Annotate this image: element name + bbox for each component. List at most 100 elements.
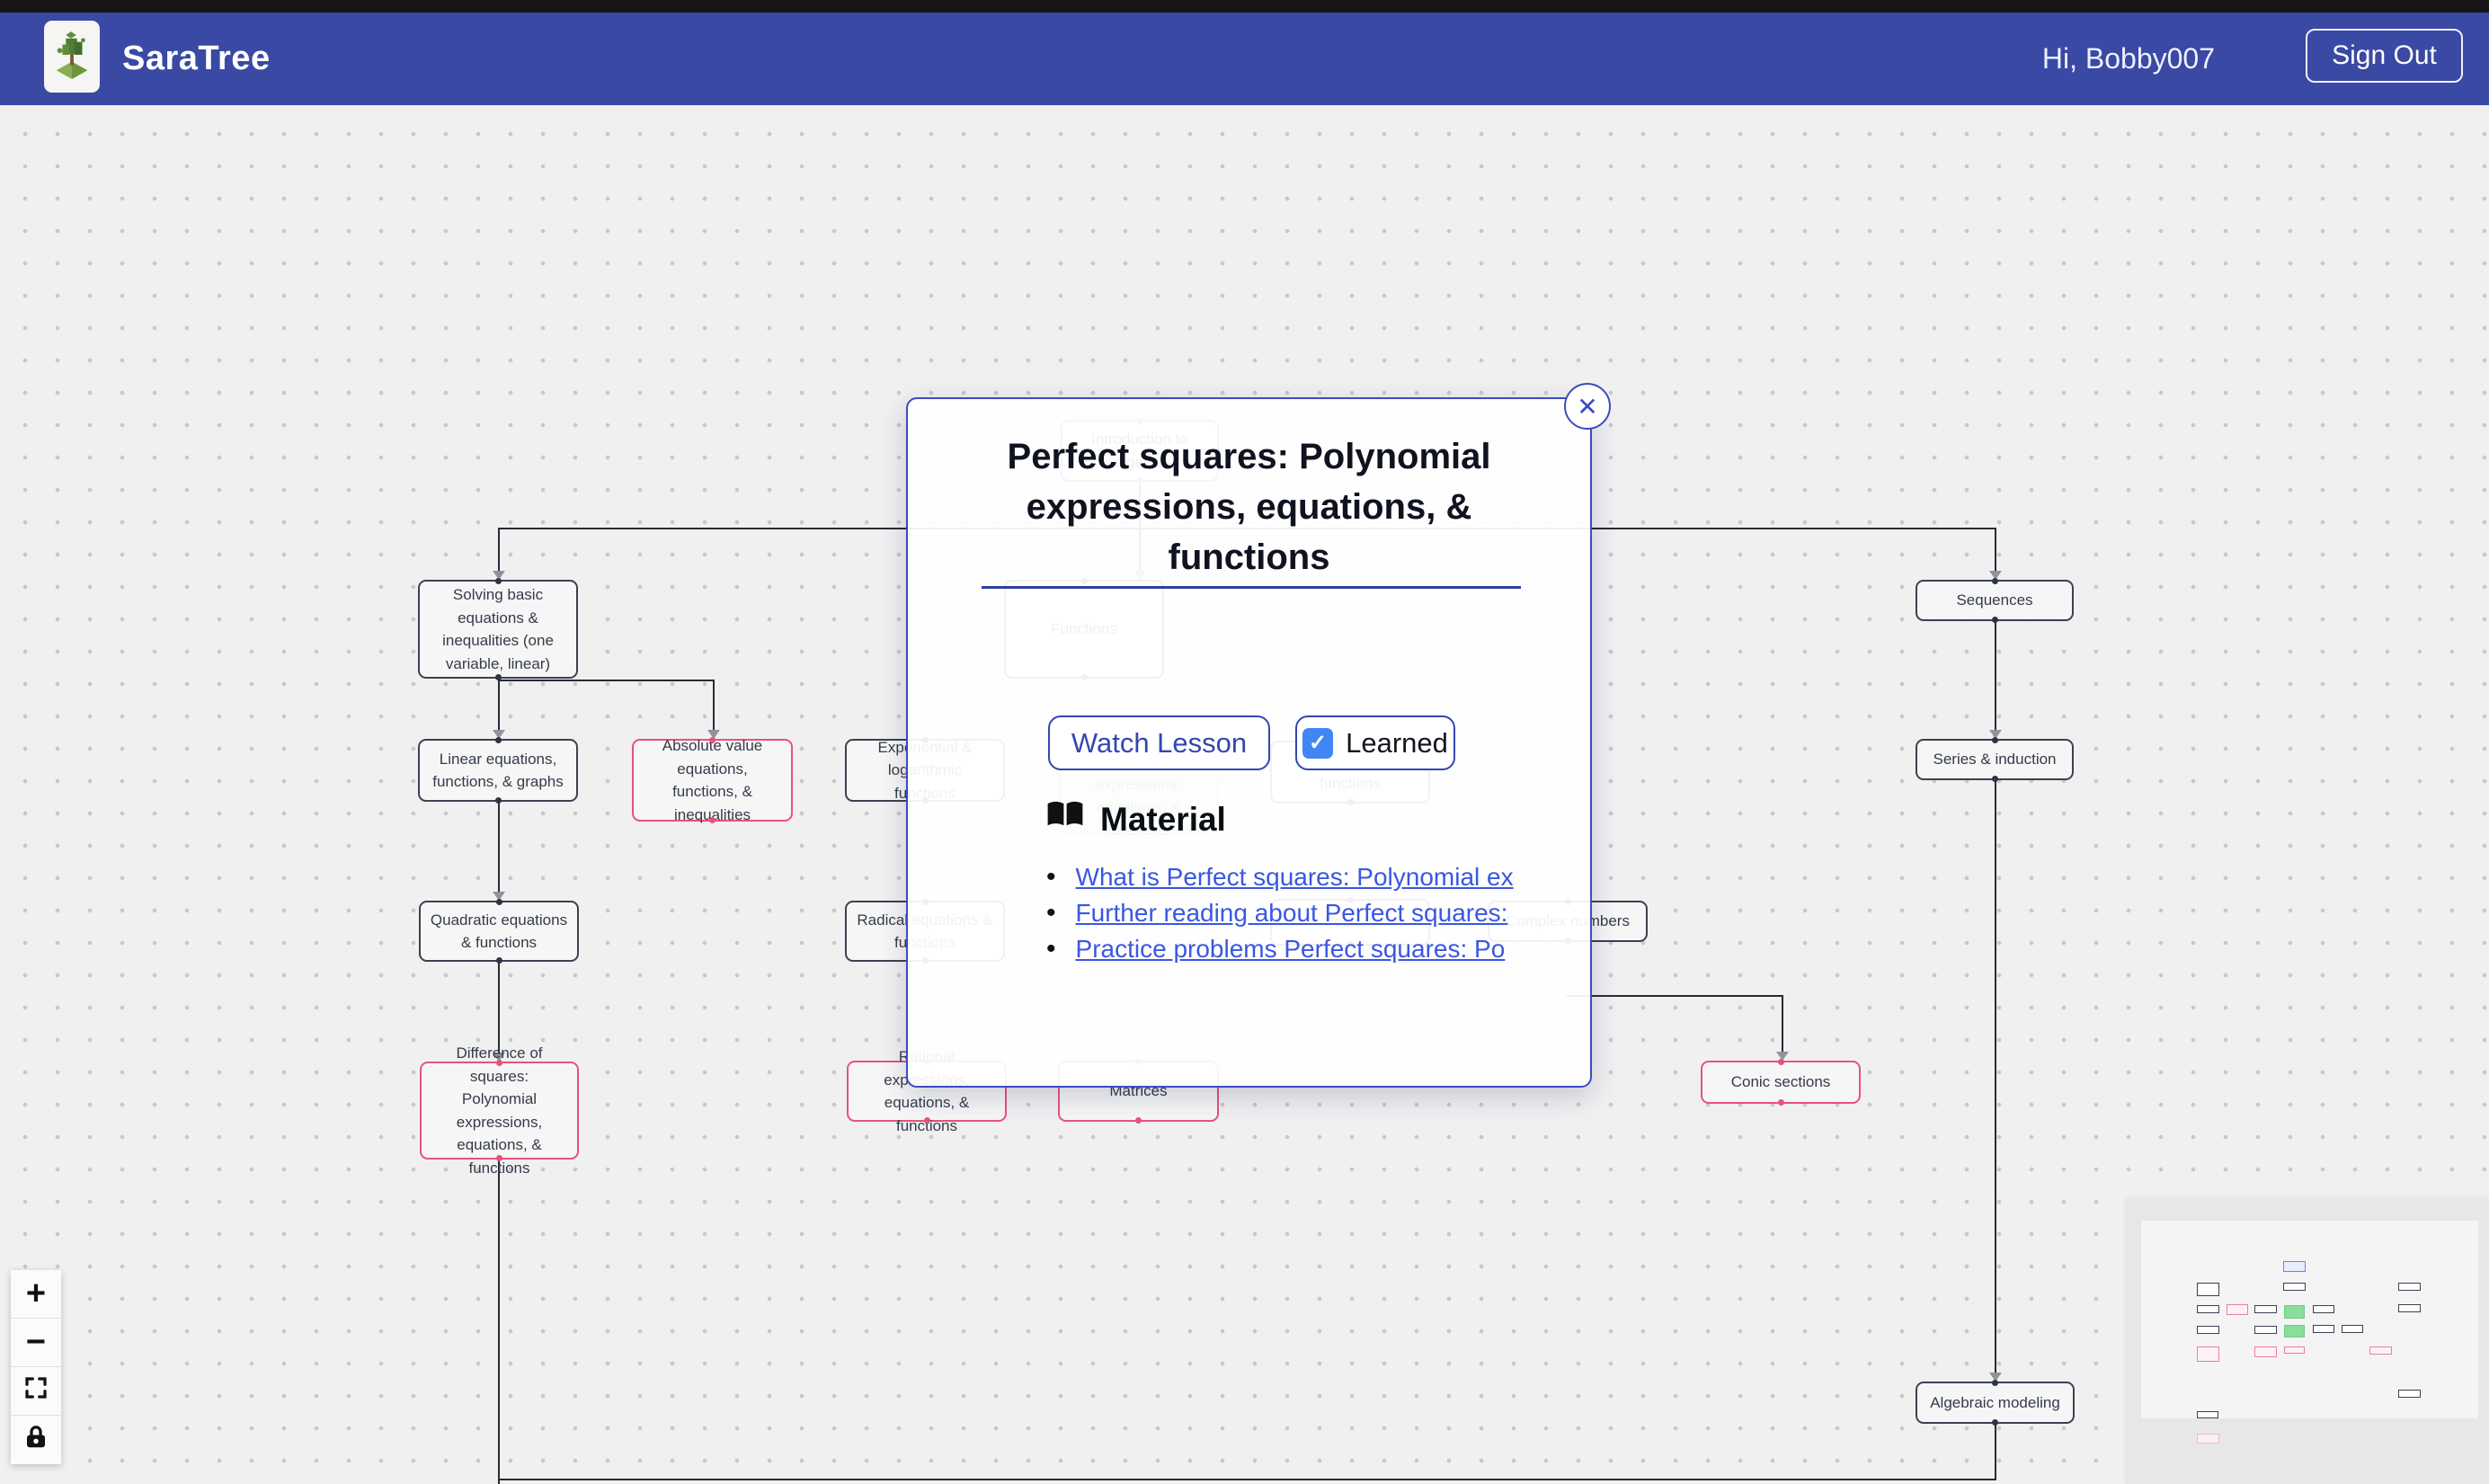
material-link[interactable]: Practice problems Perfect squares: Po (1075, 935, 1506, 963)
sign-out-button[interactable]: Sign Out (2306, 29, 2463, 83)
node-handle-top (1992, 1380, 1998, 1386)
minimap-node (2284, 1305, 2305, 1319)
edge-arrowhead-icon (1776, 1052, 1789, 1061)
material-heading: Material (1100, 800, 1226, 838)
minimap-node (2197, 1326, 2219, 1334)
graph-node-difference-of-squares[interactable]: Difference of squares: Polynomial expres… (420, 1044, 579, 1177)
minimap[interactable] (2127, 1198, 2489, 1484)
node-handle-top (495, 899, 502, 905)
app-header: SaraTree Hi, Bobby007 Sign Out (0, 13, 2489, 105)
node-handle-top (1991, 737, 1998, 743)
graph-node-label: Absolute value equations, functions, & i… (662, 737, 763, 823)
minimap-node (2369, 1346, 2392, 1355)
graph-node-linear-equations[interactable]: Linear equations, functions, & graphs (418, 737, 578, 804)
fit-view-button[interactable] (11, 1367, 61, 1416)
node-handle-top (494, 737, 502, 743)
minimap-node (2284, 1346, 2305, 1354)
modal-title-wrap: Perfect squares: Polynomial expressions,… (908, 431, 1590, 582)
edge-arrowhead-icon (493, 730, 505, 739)
material-book-icon (1046, 800, 1084, 839)
edge-segment (713, 680, 715, 739)
node-handle-bottom (1992, 1419, 1998, 1426)
graph-node-label: Series & induction (1933, 751, 2057, 769)
learned-toggle[interactable]: ✓ Learned (1295, 715, 1455, 770)
edge-segment (498, 1160, 500, 1484)
node-handle-top (496, 1060, 502, 1066)
material-list: What is Perfect squares: Polynomial ex Fu… (1046, 861, 1539, 969)
minimap-node (2398, 1390, 2421, 1398)
node-handle-bottom (923, 1117, 930, 1124)
edge-arrowhead-icon (493, 1053, 505, 1062)
material-list-item: What is Perfect squares: Polynomial ex (1046, 861, 1539, 897)
node-handle-top (709, 737, 716, 743)
edge-segment (1567, 995, 1783, 997)
minimap-node (2398, 1283, 2421, 1291)
graph-node-series-induction[interactable]: Series & induction (1916, 737, 2074, 782)
graph-node-sequences[interactable]: Sequences (1916, 578, 2074, 623)
graph-node-conic-sections[interactable]: Conic sections (1701, 1059, 1861, 1106)
edge-arrowhead-icon (493, 892, 505, 901)
material-link[interactable]: Further reading about Perfect squares: (1075, 899, 1508, 927)
graph-node-algebraic-modeling[interactable]: Algebraic modeling (1916, 1380, 2075, 1426)
material-link[interactable]: What is Perfect squares: Polynomial ex (1075, 863, 1514, 891)
fit-view-icon (22, 1372, 49, 1410)
graph-node-absolute-value[interactable]: Absolute value equations, functions, & i… (632, 737, 793, 823)
close-icon[interactable]: ✕ (1564, 383, 1611, 430)
node-handle-bottom (1991, 617, 1998, 623)
graph-node-label: Sequences (1956, 591, 2033, 609)
app-logo[interactable] (44, 21, 100, 93)
minimap-node (2254, 1305, 2277, 1313)
minimap-node (2284, 1325, 2305, 1337)
material-list-item: Practice problems Perfect squares: Po (1046, 933, 1539, 969)
edge-segment (1995, 780, 1996, 1382)
graph-node-label: Quadratic equations & functions (430, 911, 568, 952)
edge-segment (498, 1479, 1996, 1480)
graph-node-solving-basic-equations[interactable]: Solving basic equations & inequalities (… (418, 578, 578, 680)
node-handle-top (1991, 578, 1998, 584)
node-handle-bottom (496, 1155, 502, 1161)
lock-button[interactable] (11, 1416, 61, 1464)
edge-segment (498, 680, 715, 681)
canvas-zoom-controls: + − (11, 1270, 61, 1464)
minimap-node (2197, 1346, 2219, 1362)
graph-node-label: Linear equations, functions, & graphs (432, 750, 564, 791)
edge-segment (498, 679, 500, 739)
modal-title: Perfect squares: Polynomial expressions,… (1007, 437, 1491, 577)
graph-node-label: Solving basic equations & inequalities (… (442, 586, 554, 672)
graph-node-label: Difference of squares: Polynomial expres… (456, 1044, 543, 1177)
lesson-modal: ✕ Perfect squares: Polynomial expression… (906, 383, 1611, 1088)
node-handle-bottom (1135, 1117, 1142, 1124)
minimap-node (2313, 1305, 2334, 1313)
minimap-viewport (2141, 1221, 2478, 1418)
zoom-out-button[interactable]: − (11, 1319, 61, 1367)
edge-segment (498, 961, 500, 1062)
graph-node-quadratic-equations[interactable]: Quadratic equations & functions (419, 899, 579, 964)
watch-lesson-button[interactable]: Watch Lesson (1048, 715, 1270, 770)
minimap-node (2197, 1305, 2219, 1313)
edge-segment (498, 802, 500, 901)
lock-icon (22, 1421, 49, 1460)
edge-segment (1995, 528, 1996, 580)
window-chrome-bar (0, 0, 2489, 13)
node-handle-top (1777, 1059, 1784, 1065)
tree-logo-icon (51, 31, 93, 84)
edge-segment (1995, 1424, 1996, 1479)
edge-arrowhead-icon (493, 571, 505, 580)
minimap-node (2398, 1304, 2421, 1312)
minimap-node (2283, 1283, 2306, 1291)
node-handle-bottom (1777, 1099, 1784, 1106)
learned-checkbox-icon[interactable]: ✓ (1302, 727, 1334, 759)
edge-segment (498, 528, 500, 580)
zoom-in-button[interactable]: + (11, 1270, 61, 1319)
edge-segment (1782, 995, 1783, 1061)
graph-canvas[interactable]: Introduction to algebraSolving basic equ… (0, 105, 2489, 1484)
page-title: SaraTree (122, 40, 271, 77)
node-handle-top (494, 578, 502, 584)
minimap-node (2254, 1346, 2277, 1357)
material-heading-row: Material (1046, 800, 1226, 839)
graph-node-label: Conic sections (1730, 1073, 1831, 1091)
edge-segment (1995, 621, 1996, 739)
graph-node-label: Algebraic modeling (1930, 1393, 2060, 1411)
minimap-node (2254, 1326, 2277, 1334)
